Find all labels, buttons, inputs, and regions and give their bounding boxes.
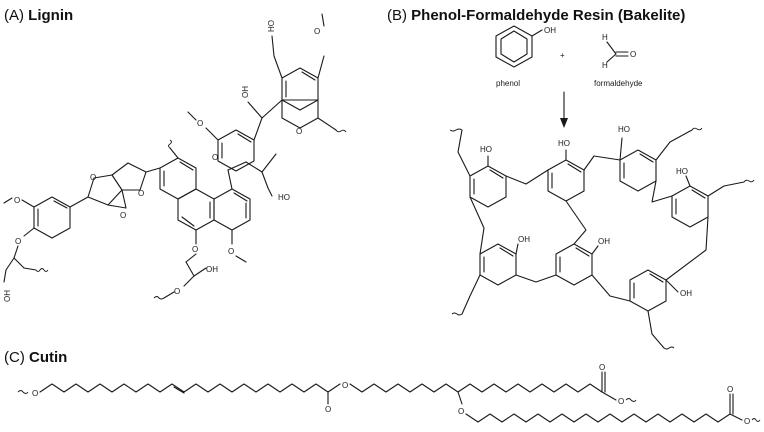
lignin-methoxy-o-2: O bbox=[228, 247, 234, 256]
lignin-furan-o-2: O bbox=[138, 189, 144, 198]
lignin-furan-o-1: O bbox=[90, 173, 96, 182]
resin-oh-1: HO bbox=[480, 145, 492, 154]
lignin-methoxy-o-4: O bbox=[314, 27, 320, 36]
cutin-ester-o-3: O bbox=[458, 407, 464, 416]
resin-ring-7 bbox=[629, 269, 667, 312]
lignin-ether-o-3: O bbox=[174, 287, 180, 296]
lignin-ring-left bbox=[33, 196, 71, 239]
phenol-oh: OH bbox=[544, 26, 556, 35]
lignin-structure: O O OH O O O O bbox=[3, 13, 347, 302]
formaldehyde-h-1: H bbox=[602, 33, 608, 42]
cutin-o-1: O bbox=[32, 389, 38, 398]
resin-oh-4: HO bbox=[676, 167, 688, 176]
phenol-label: phenol bbox=[496, 79, 520, 88]
panel-b-title: (B) Phenol-Formaldehyde Resin (Bakelite) bbox=[387, 7, 685, 24]
lignin-oh-4: OH bbox=[241, 86, 250, 98]
formaldehyde-h-2: H bbox=[602, 61, 608, 70]
lignin-furan-o-3: O bbox=[120, 211, 126, 220]
plus-sign: + bbox=[560, 51, 565, 60]
panel-a-title: (A) Lignin bbox=[4, 7, 73, 24]
lignin-oh-3: HO bbox=[278, 193, 290, 202]
resin-ring-5 bbox=[479, 243, 517, 286]
cutin-carbonyl-o-2: O bbox=[599, 363, 605, 372]
lignin-methoxy-o-3: O bbox=[197, 119, 203, 128]
lignin-ether-o-2: O bbox=[192, 245, 198, 254]
cutin-chain-1 bbox=[39, 383, 329, 393]
cutin-carbonyl-o-3: O bbox=[727, 385, 733, 394]
resin-oh-6: OH bbox=[598, 237, 610, 246]
panel-c-title: (C) Cutin bbox=[4, 349, 67, 366]
resin-oh-3: HO bbox=[618, 125, 630, 134]
resin-oh-7: OH bbox=[680, 289, 692, 298]
cutin-chain-3 bbox=[465, 413, 731, 423]
lignin-ring-middle bbox=[159, 157, 197, 200]
lignin-ring-right-lower bbox=[213, 188, 251, 231]
cutin-chain-2 bbox=[349, 383, 603, 393]
resin-ring-4 bbox=[671, 185, 709, 228]
resin-oh-5: OH bbox=[518, 235, 530, 244]
phenol-ring bbox=[495, 25, 533, 68]
lignin-oh-5: HO bbox=[267, 20, 276, 32]
resin-ring-3 bbox=[619, 149, 657, 192]
lignin-isochroman-o: O bbox=[296, 127, 302, 136]
lignin-ether-o-1: O bbox=[15, 237, 21, 246]
resin-oh-2: HO bbox=[558, 139, 570, 148]
lignin-methoxy-o-1: O bbox=[14, 196, 20, 205]
lignin-ring-upper bbox=[217, 129, 255, 172]
bakelite-structure: OH phenol + H H O formaldehyde bbox=[449, 25, 755, 350]
lignin-oh-2: OH bbox=[206, 265, 218, 274]
cutin-ester-o-2: O bbox=[618, 397, 624, 406]
cutin-ester-o-1: O bbox=[342, 381, 348, 390]
formaldehyde-o: O bbox=[630, 50, 636, 59]
lignin-ring-lower bbox=[177, 188, 215, 231]
lignin-furan-o-4: O bbox=[212, 153, 218, 162]
formaldehyde-label: formaldehyde bbox=[594, 79, 643, 88]
lignin-isochroman-ring bbox=[281, 99, 319, 129]
resin-ring-2 bbox=[547, 159, 585, 202]
cutin-carbonyl-o-1: O bbox=[325, 405, 331, 414]
lignin-furan-2 bbox=[111, 162, 147, 191]
lignin-isochroman-aryl bbox=[281, 67, 319, 111]
resin-ring-6 bbox=[555, 243, 593, 286]
cutin-ester-o-4: O bbox=[744, 417, 750, 426]
lignin-oh-1: OH bbox=[3, 290, 12, 302]
cutin-structure: O O O O O O O O bbox=[17, 363, 761, 426]
resin-ring-1 bbox=[469, 165, 507, 208]
